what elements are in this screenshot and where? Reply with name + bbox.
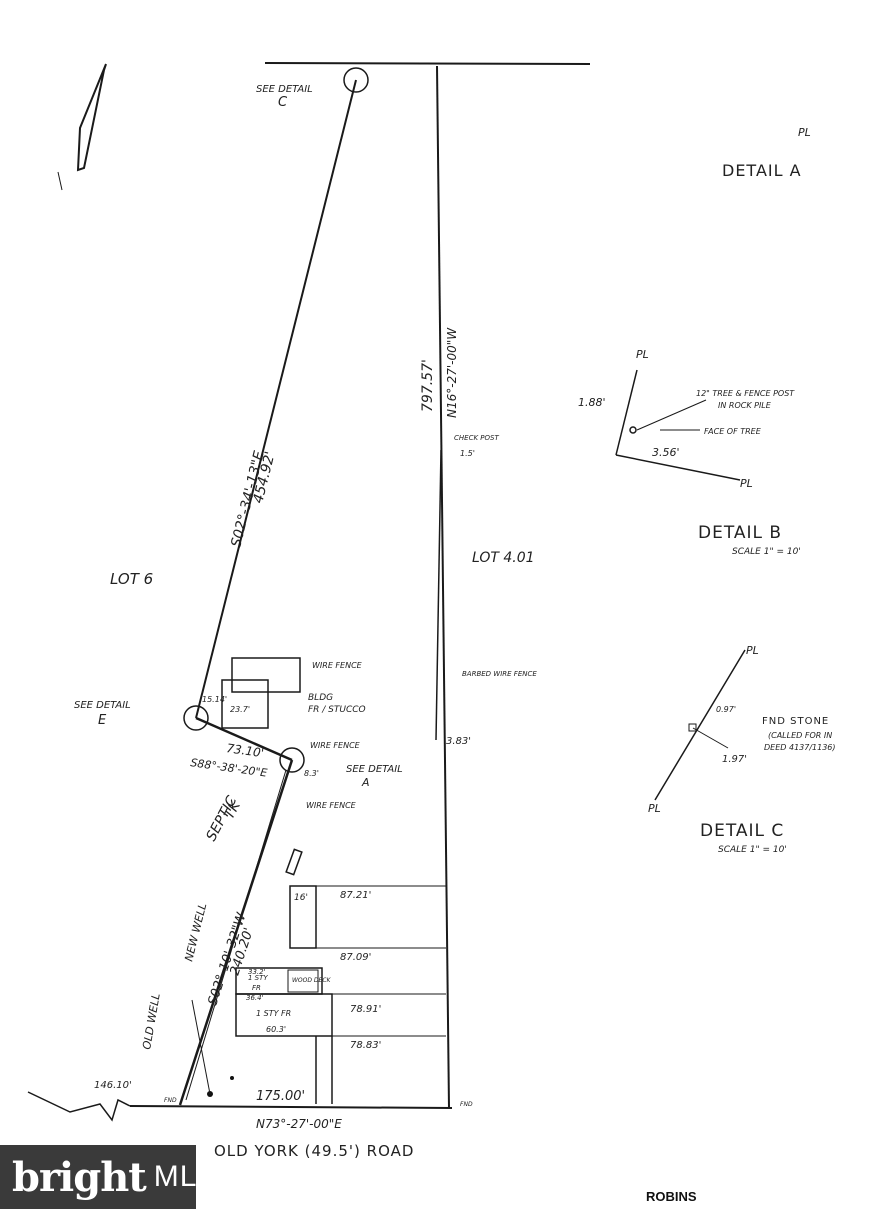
- detail-c-circle: [343, 67, 369, 93]
- detail-c-offset-line: [692, 727, 729, 749]
- middle-boundary-line: [195, 716, 293, 762]
- see-detail-e-letter: E: [98, 713, 107, 728]
- detail-b-line-1: [615, 369, 638, 456]
- southwest-boundary-line: [178, 759, 294, 1106]
- garage-rect: [289, 885, 317, 949]
- lot-6-label: LOT 6: [110, 570, 153, 588]
- detail-c-stone-symbol: [688, 723, 697, 732]
- detail-c-dim-0-97: 0.97': [716, 705, 736, 714]
- old-well-leader: [191, 999, 211, 1095]
- detail-c-dim-1-97: 1.97': [722, 754, 747, 765]
- dim-3-83-label: 3.83': [446, 736, 471, 747]
- detail-c-title: DETAIL C: [700, 821, 784, 841]
- detail-b-scale: SCALE 1" = 10': [732, 547, 801, 557]
- dim-16-label: 16': [294, 893, 308, 903]
- mid-bearing-label: S88°-38'-20"E: [190, 756, 269, 780]
- dim-60-3-label: 60.3': [266, 1025, 286, 1034]
- detail-c-pl-bottom: PL: [648, 802, 661, 815]
- tree-note-label-2: IN ROCK PILE: [718, 401, 772, 410]
- detail-c-line: [654, 649, 746, 801]
- see-detail-e-label: SEE DETAIL: [74, 700, 131, 711]
- northwest-boundary-line: [195, 79, 357, 719]
- pl-label-top: PL: [798, 126, 811, 139]
- lot-401-label: LOT 4.01: [472, 550, 535, 566]
- dim-78-91-label: 78.91': [350, 1004, 381, 1015]
- road-frontage-line: [129, 1105, 453, 1109]
- dim-87-21-label: 87.21': [340, 890, 371, 901]
- old-well-label: OLD WELL: [140, 992, 163, 1050]
- road-bearing-label: N73°-27'-00"E: [256, 1117, 342, 1131]
- house-label-2: FR: [252, 984, 261, 992]
- dim-15-14-label: 15.14': [202, 695, 227, 704]
- bldg-label: BLDG: [308, 693, 333, 703]
- barbed-wire-fence-line: [435, 449, 442, 741]
- tree-note-label: 12" TREE & FENCE POST: [696, 389, 795, 398]
- detail-b-line-2: [615, 454, 741, 481]
- detail-b-dim-1-88: 1.88': [578, 396, 606, 409]
- fnd-stone-label: FND STONE: [762, 716, 829, 727]
- detail-e-circle: [183, 705, 209, 731]
- called-for-label: (CALLED FOR IN: [768, 731, 832, 740]
- wire-fence-label-2: WIRE FENCE: [310, 741, 361, 750]
- detail-c-pl-top: PL: [746, 644, 759, 657]
- wire-fence-label-3: WIRE FENCE: [306, 801, 357, 810]
- outbuilding-rect: [231, 657, 301, 693]
- new-well-dot: [230, 1076, 234, 1080]
- deed-ref-label: DEED 4137/1136): [764, 743, 836, 752]
- see-detail-a-letter: A: [361, 776, 370, 789]
- mid-distance-label: 73.10': [226, 741, 265, 760]
- fnd-label-right: FND: [460, 1101, 473, 1108]
- wire-fence-line: [185, 769, 287, 1101]
- detail-a-title: DETAIL A: [722, 161, 802, 180]
- face-of-tree-label: FACE OF TREE: [704, 427, 762, 436]
- see-detail-a-label: SEE DETAIL: [346, 764, 403, 775]
- dim-78-83-label: 78.83': [350, 1040, 381, 1051]
- dim-33-2-label: 33.2': [248, 968, 266, 976]
- north-arrow-mark: [76, 63, 107, 172]
- fnd-label-left: FND: [164, 1097, 177, 1104]
- dim-87-09-label: 87.09': [340, 952, 371, 963]
- detail-b-tree-leader: [636, 399, 707, 431]
- detail-b-dim-3-56: 3.56': [652, 446, 680, 459]
- bright-mls-logo: bright MLS: [0, 1145, 217, 1209]
- northeast-boundary-line: [436, 65, 450, 1109]
- wire-fence-label-1: WIRE FENCE: [312, 661, 363, 670]
- road-distance-label: 175.00': [256, 1089, 305, 1104]
- wood-deck-label: WOOD DECK: [292, 977, 332, 984]
- see-detail-c-letter: C: [278, 95, 288, 110]
- detail-b-title: DETAIL B: [698, 523, 782, 543]
- dim-23-7-label: 23.7': [230, 705, 250, 714]
- road-name-label: OLD YORK (49.5') ROAD: [214, 1142, 414, 1160]
- logo-suffix-text: MLS: [153, 1160, 219, 1193]
- detail-b-tree-symbol: [629, 426, 637, 434]
- check-post-label: CHECK POST: [454, 434, 499, 442]
- bldg-type-label: FR / STUCCO: [308, 705, 366, 715]
- dim-1-5-label: 1.5': [460, 449, 475, 458]
- road-left-distance: 146.10': [94, 1080, 132, 1091]
- wood-deck-rect: [287, 969, 319, 993]
- septic-tank-rect: [285, 848, 303, 876]
- road-left-break: [27, 1091, 131, 1122]
- house-label-3: 1 STY FR: [256, 1009, 291, 1018]
- detail-a-circle: [279, 747, 305, 773]
- ne-bearing-label: N16°-27'-00"W: [445, 327, 459, 418]
- see-detail-c-label: SEE DETAIL: [256, 84, 313, 95]
- dim-36-4-label: 36.4': [246, 994, 264, 1002]
- detail-b-pl-bottom: PL: [740, 477, 753, 490]
- detail-c-scale: SCALE 1" = 10': [718, 845, 787, 855]
- robins-label: ROBINS: [646, 1189, 697, 1204]
- house-lower-rect: [235, 993, 333, 1037]
- stucco-building-rect: [221, 679, 269, 729]
- logo-brand-text: bright: [12, 1153, 147, 1201]
- barbed-wire-label: BARBED WIRE FENCE: [462, 670, 537, 678]
- new-well-label: NEW WELL: [182, 902, 209, 963]
- dim-8-3-label: 8.3': [304, 769, 319, 778]
- ne-distance-label: 797.57': [420, 359, 436, 412]
- house-label-1: 1 STY: [248, 974, 268, 982]
- detail-b-pl-top: PL: [636, 348, 649, 361]
- top-border-line: [264, 62, 591, 65]
- scratch-mark: [57, 171, 63, 191]
